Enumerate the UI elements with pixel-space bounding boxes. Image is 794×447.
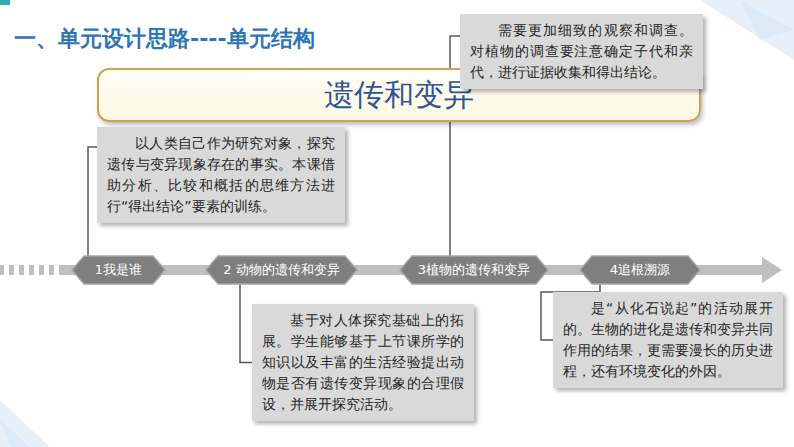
lesson-hexagon: 1我是谁 bbox=[72, 256, 165, 284]
note-box: 需要更加细致的观察和调查。对植物的调查要注意确定子代和亲代，进行证据收集和得出结… bbox=[460, 14, 703, 89]
corner-bar bbox=[0, 0, 10, 5]
leader-line bbox=[88, 147, 97, 256]
lesson-label: 2 动物的遗传和变异 bbox=[223, 261, 339, 279]
note-box: 基于对人体探究基础上的拓展。学生能够基于上节课所学的知识以及丰富的生活经验提出动… bbox=[252, 304, 474, 421]
note-text: 基于对人体探究基础上的拓展。学生能够基于上节课所学的知识以及丰富的生活经验提出动… bbox=[262, 310, 464, 415]
timeline-arrow bbox=[0, 257, 782, 283]
lesson-label: 1我是谁 bbox=[95, 261, 142, 279]
note-box: 以人类自己作为研究对象，探究遗传与变异现象存在的事实。本课借助分析、比较和概括的… bbox=[97, 127, 345, 223]
slide-title: 一、单元设计思路----单元结构 bbox=[14, 24, 315, 54]
note-text: 需要更加细致的观察和调查。对植物的调查要注意确定子代和亲代，进行证据收集和得出结… bbox=[470, 20, 693, 83]
lesson-hexagon: 4追根溯源 bbox=[580, 256, 700, 284]
lesson-hexagon: 2 动物的遗传和变异 bbox=[206, 256, 357, 284]
leader-line bbox=[240, 284, 252, 363]
note-text: 是“从化石说起”的活动展开的。生物的进化是遗传和变异共同作用的结果，更需要漫长的… bbox=[563, 298, 773, 382]
lesson-label: 4追根溯源 bbox=[610, 261, 670, 279]
lesson-hexagon: 3植物的遗传和变异 bbox=[400, 256, 548, 284]
note-box: 是“从化石说起”的活动展开的。生物的进化是遗传和变异共同作用的结果，更需要漫长的… bbox=[553, 292, 783, 388]
unit-title: 遗传和变异 bbox=[324, 75, 474, 116]
note-text: 以人类自己作为研究对象，探究遗传与变异现象存在的事实。本课借助分析、比较和概括的… bbox=[107, 133, 335, 217]
lesson-label: 3植物的遗传和变异 bbox=[418, 261, 530, 279]
